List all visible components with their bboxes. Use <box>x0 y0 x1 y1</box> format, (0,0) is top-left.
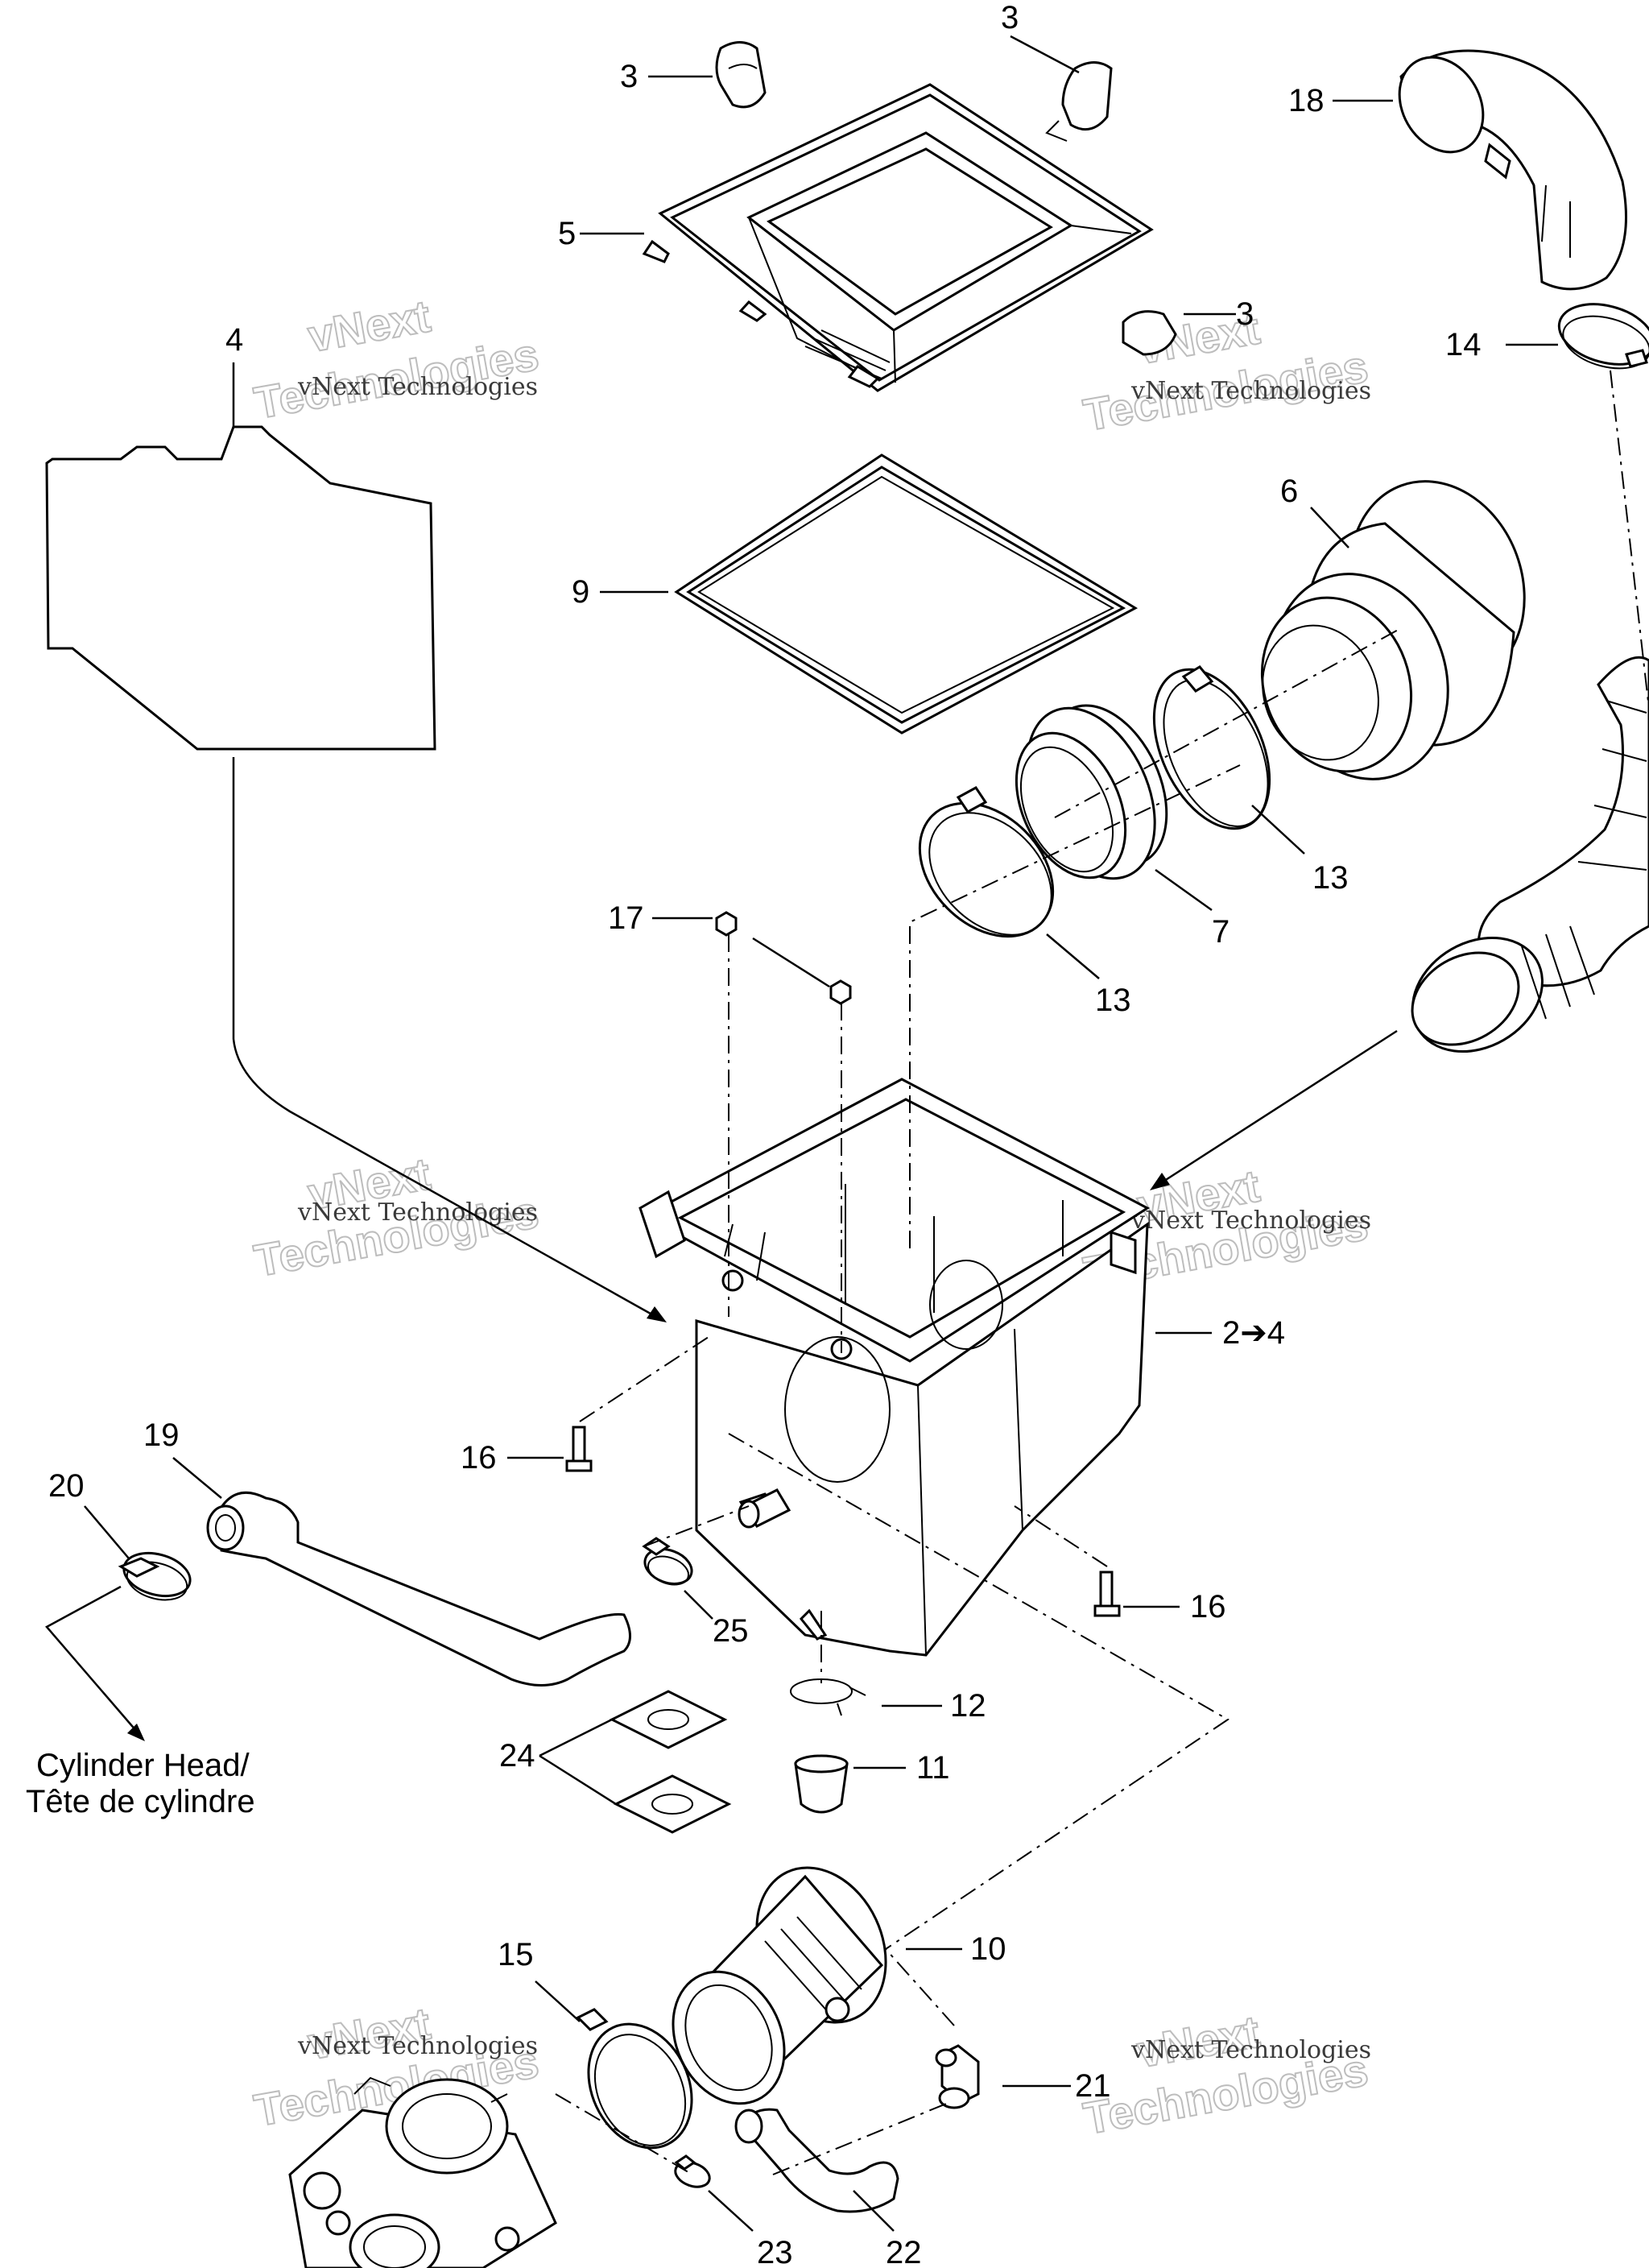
clamp-part-13-lower <box>918 786 1055 938</box>
destination-note: Cylinder Head/ Tête de cylindre <box>26 1748 255 1819</box>
callout-4: 4 <box>225 322 243 358</box>
callout-5: 5 <box>558 216 576 251</box>
clip-part-3-left <box>715 41 767 109</box>
clip-part-3-right <box>1045 61 1113 142</box>
callout-2-to-4: 2➔4 <box>1222 1315 1285 1351</box>
filter-seal-part-9 <box>674 453 1139 735</box>
watermark-2: vNext Technologies <box>1079 301 1372 441</box>
callout-15: 15 <box>498 1937 534 1972</box>
callout-12: 12 <box>950 1688 986 1724</box>
callout-labels: 3 3 3 18 5 4 14 6 9 13 13 7 17 2➔4 16 16… <box>48 0 1482 2268</box>
hose-part-19 <box>206 1491 631 1687</box>
intake-elbow-part-18 <box>1398 49 1627 291</box>
intake-duct-right <box>1411 656 1649 1053</box>
nut-part-17-b <box>829 979 852 1005</box>
clamp-part-14 <box>1557 303 1649 370</box>
watermark-text-6: vNext Technologies <box>1130 2036 1371 2064</box>
air-filter-part-6 <box>1260 480 1526 780</box>
sheet-part-4 <box>45 425 436 751</box>
alignment-lines <box>555 370 1649 2175</box>
destination-line-1: Cylinder Head/ <box>36 1748 250 1783</box>
adaptor-part-10 <box>672 1866 887 2105</box>
callout-7: 7 <box>1212 914 1230 950</box>
callout-22: 22 <box>886 2235 922 2268</box>
callout-20: 20 <box>48 1468 85 1504</box>
callout-3: 3 <box>1236 296 1254 332</box>
carburetor <box>288 2076 557 2268</box>
watermark-text-2: vNext Technologies <box>1130 377 1371 405</box>
callout-21: 21 <box>1075 2068 1111 2104</box>
watermark-text-4: vNext Technologies <box>1130 1206 1371 1235</box>
adaptor-part-7 <box>1015 704 1168 880</box>
watermark-text-3: vNext Technologies <box>297 1198 538 1227</box>
drain-fitting <box>738 1488 791 1529</box>
watermark-1: vNext Technologies <box>250 289 543 428</box>
callout-6: 6 <box>1280 474 1298 509</box>
callout-10: 10 <box>970 1931 1006 1967</box>
callout-19: 19 <box>143 1418 180 1453</box>
fitting-part-21 <box>935 2044 980 2109</box>
clip-part-12 <box>790 1678 866 1716</box>
clamp-part-23 <box>674 2154 711 2188</box>
hose-part-22 <box>734 2108 899 2213</box>
callout-16: 16 <box>461 1440 497 1475</box>
callout-9: 9 <box>572 574 589 610</box>
callout-3: 3 <box>1001 0 1019 35</box>
watermark-text-1: vNext Technologies <box>297 373 538 401</box>
clamp-part-15 <box>576 2008 693 2150</box>
nut-part-17-a <box>715 911 738 937</box>
bolt-part-16-left <box>565 1426 593 1472</box>
destination-line-2: Tête de cylindre <box>26 1784 255 1819</box>
leader-lines <box>45 35 1558 2232</box>
callout-25: 25 <box>713 1613 749 1649</box>
callout-3: 3 <box>620 59 638 94</box>
clamp-part-25 <box>642 1537 693 1586</box>
callout-23: 23 <box>757 2235 793 2268</box>
callout-24: 24 <box>499 1738 535 1773</box>
callout-11: 11 <box>916 1750 950 1786</box>
callout-18: 18 <box>1288 83 1325 118</box>
pad-part-24-upper <box>609 1690 728 1749</box>
watermark-text-5: vNext Technologies <box>297 2032 538 2060</box>
callout-13: 13 <box>1312 860 1349 896</box>
clamp-part-20 <box>118 1552 192 1601</box>
watermark-6: vNext Technologies <box>1079 2005 1372 2144</box>
airbox-part-2 <box>639 1078 1150 1657</box>
callout-16: 16 <box>1190 1589 1226 1624</box>
bolt-part-16-right <box>1093 1571 1121 1617</box>
clamp-part-13-upper <box>1152 665 1271 830</box>
callout-13: 13 <box>1095 983 1131 1018</box>
airbox-cover-part-5 <box>642 83 1154 392</box>
callout-14: 14 <box>1445 327 1482 362</box>
callout-17: 17 <box>608 900 644 936</box>
pad-part-24-lower <box>613 1774 732 1834</box>
cap-part-11 <box>794 1754 849 1814</box>
clip-part-3-mid <box>1122 310 1177 356</box>
